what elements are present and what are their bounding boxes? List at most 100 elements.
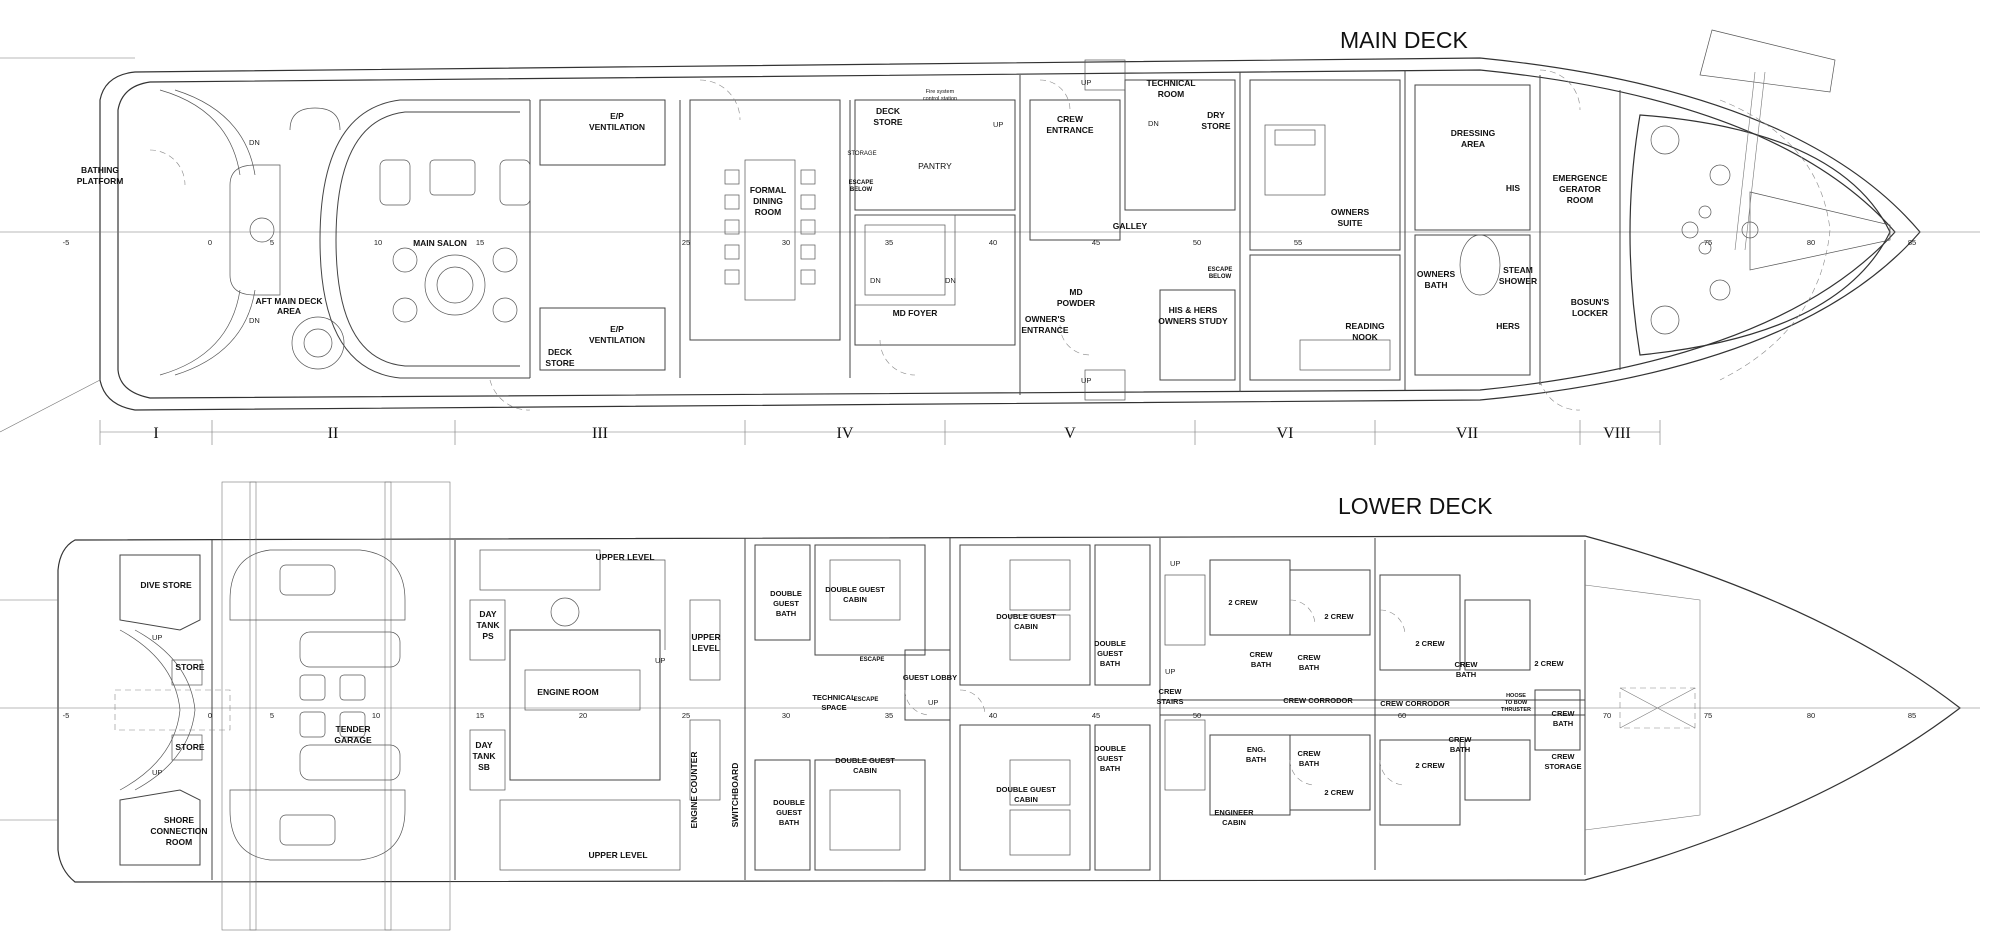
room-label-his: HIS bbox=[1506, 183, 1521, 193]
frame-number: 10 bbox=[372, 711, 380, 720]
room-label-md-foyer: MD FOYER bbox=[893, 308, 938, 318]
frame-number: 40 bbox=[989, 711, 997, 720]
room-label-two-crew-1: 2 CREW bbox=[1228, 598, 1258, 607]
room-label-eng-bath: ENG.BATH bbox=[1246, 745, 1266, 764]
stair-mark: DN bbox=[870, 276, 881, 285]
room-label-pantry: PANTRY bbox=[918, 161, 952, 171]
frame-number: 35 bbox=[885, 711, 893, 720]
stair-mark: UP bbox=[152, 768, 162, 777]
frame-number: 75 bbox=[1704, 238, 1712, 247]
stair-mark: UP bbox=[993, 120, 1003, 129]
room-label-two-crew-6: 2 CREW bbox=[1415, 761, 1445, 770]
section-label-vi: VI bbox=[1277, 425, 1294, 442]
frame-number: 80 bbox=[1807, 238, 1815, 247]
room-label-hers: HERS bbox=[1496, 321, 1520, 331]
section-label-iv: IV bbox=[837, 425, 854, 442]
frame-number: 15 bbox=[476, 238, 484, 247]
section-label-viii: VIII bbox=[1603, 425, 1631, 442]
section-label-v: V bbox=[1064, 425, 1076, 442]
frame-number: 5 bbox=[270, 238, 274, 247]
room-label-escape-2: ESCAPE bbox=[854, 697, 879, 703]
stair-mark: DN bbox=[249, 316, 260, 325]
room-label-galley: GALLEY bbox=[1113, 221, 1148, 231]
frame-number: -5 bbox=[63, 711, 70, 720]
section-label-iii: III bbox=[592, 425, 608, 442]
frame-number: 30 bbox=[782, 238, 790, 247]
stair-mark: UP bbox=[655, 656, 665, 665]
frame-number: 30 bbox=[782, 711, 790, 720]
room-label-two-crew-2: 2 CREW bbox=[1324, 612, 1354, 621]
stair-mark: UP bbox=[1081, 376, 1091, 385]
frame-number: 5 bbox=[270, 711, 274, 720]
room-label-main-salon: MAIN SALON bbox=[413, 238, 467, 248]
frame-number: -5 bbox=[63, 238, 70, 247]
section-ruler: I II III IV V VI VII VIII bbox=[99, 420, 1661, 445]
stair-mark: UP bbox=[928, 698, 938, 707]
room-label-engine-counter: ENGINE COUNTER bbox=[689, 752, 699, 829]
room-label-two-crew-5: 2 CREW bbox=[1324, 788, 1354, 797]
stair-mark: UP bbox=[152, 633, 162, 642]
stair-mark: DN bbox=[1148, 119, 1159, 128]
stair-mark: UP bbox=[1081, 78, 1091, 87]
frame-number: 85 bbox=[1908, 238, 1916, 247]
room-label-upper-level-2: UPPER LEVEL bbox=[588, 850, 647, 860]
frame-number: 15 bbox=[476, 711, 484, 720]
frame-number: 35 bbox=[885, 238, 893, 247]
room-label-upper-level-1: UPPER LEVEL bbox=[595, 552, 654, 562]
frame-number: 75 bbox=[1704, 711, 1712, 720]
frame-number: 0 bbox=[208, 238, 212, 247]
section-label-ii: II bbox=[328, 425, 339, 442]
main-deck-hull bbox=[0, 29, 1980, 433]
frame-number: 70 bbox=[1603, 711, 1611, 720]
section-label-vii: VII bbox=[1456, 425, 1478, 442]
frame-number: 45 bbox=[1092, 711, 1100, 720]
frame-number: 10 bbox=[374, 238, 382, 247]
stair-mark: DN bbox=[945, 276, 956, 285]
frame-number: 25 bbox=[682, 238, 690, 247]
room-label-switchboard: SWITCHBOARD bbox=[730, 763, 740, 828]
room-label-store-1: STORE bbox=[175, 662, 204, 672]
room-label-dive-store: DIVE STORE bbox=[140, 580, 192, 590]
room-label-storage: STORAGE bbox=[847, 151, 876, 157]
stair-mark: UP bbox=[1165, 667, 1175, 676]
